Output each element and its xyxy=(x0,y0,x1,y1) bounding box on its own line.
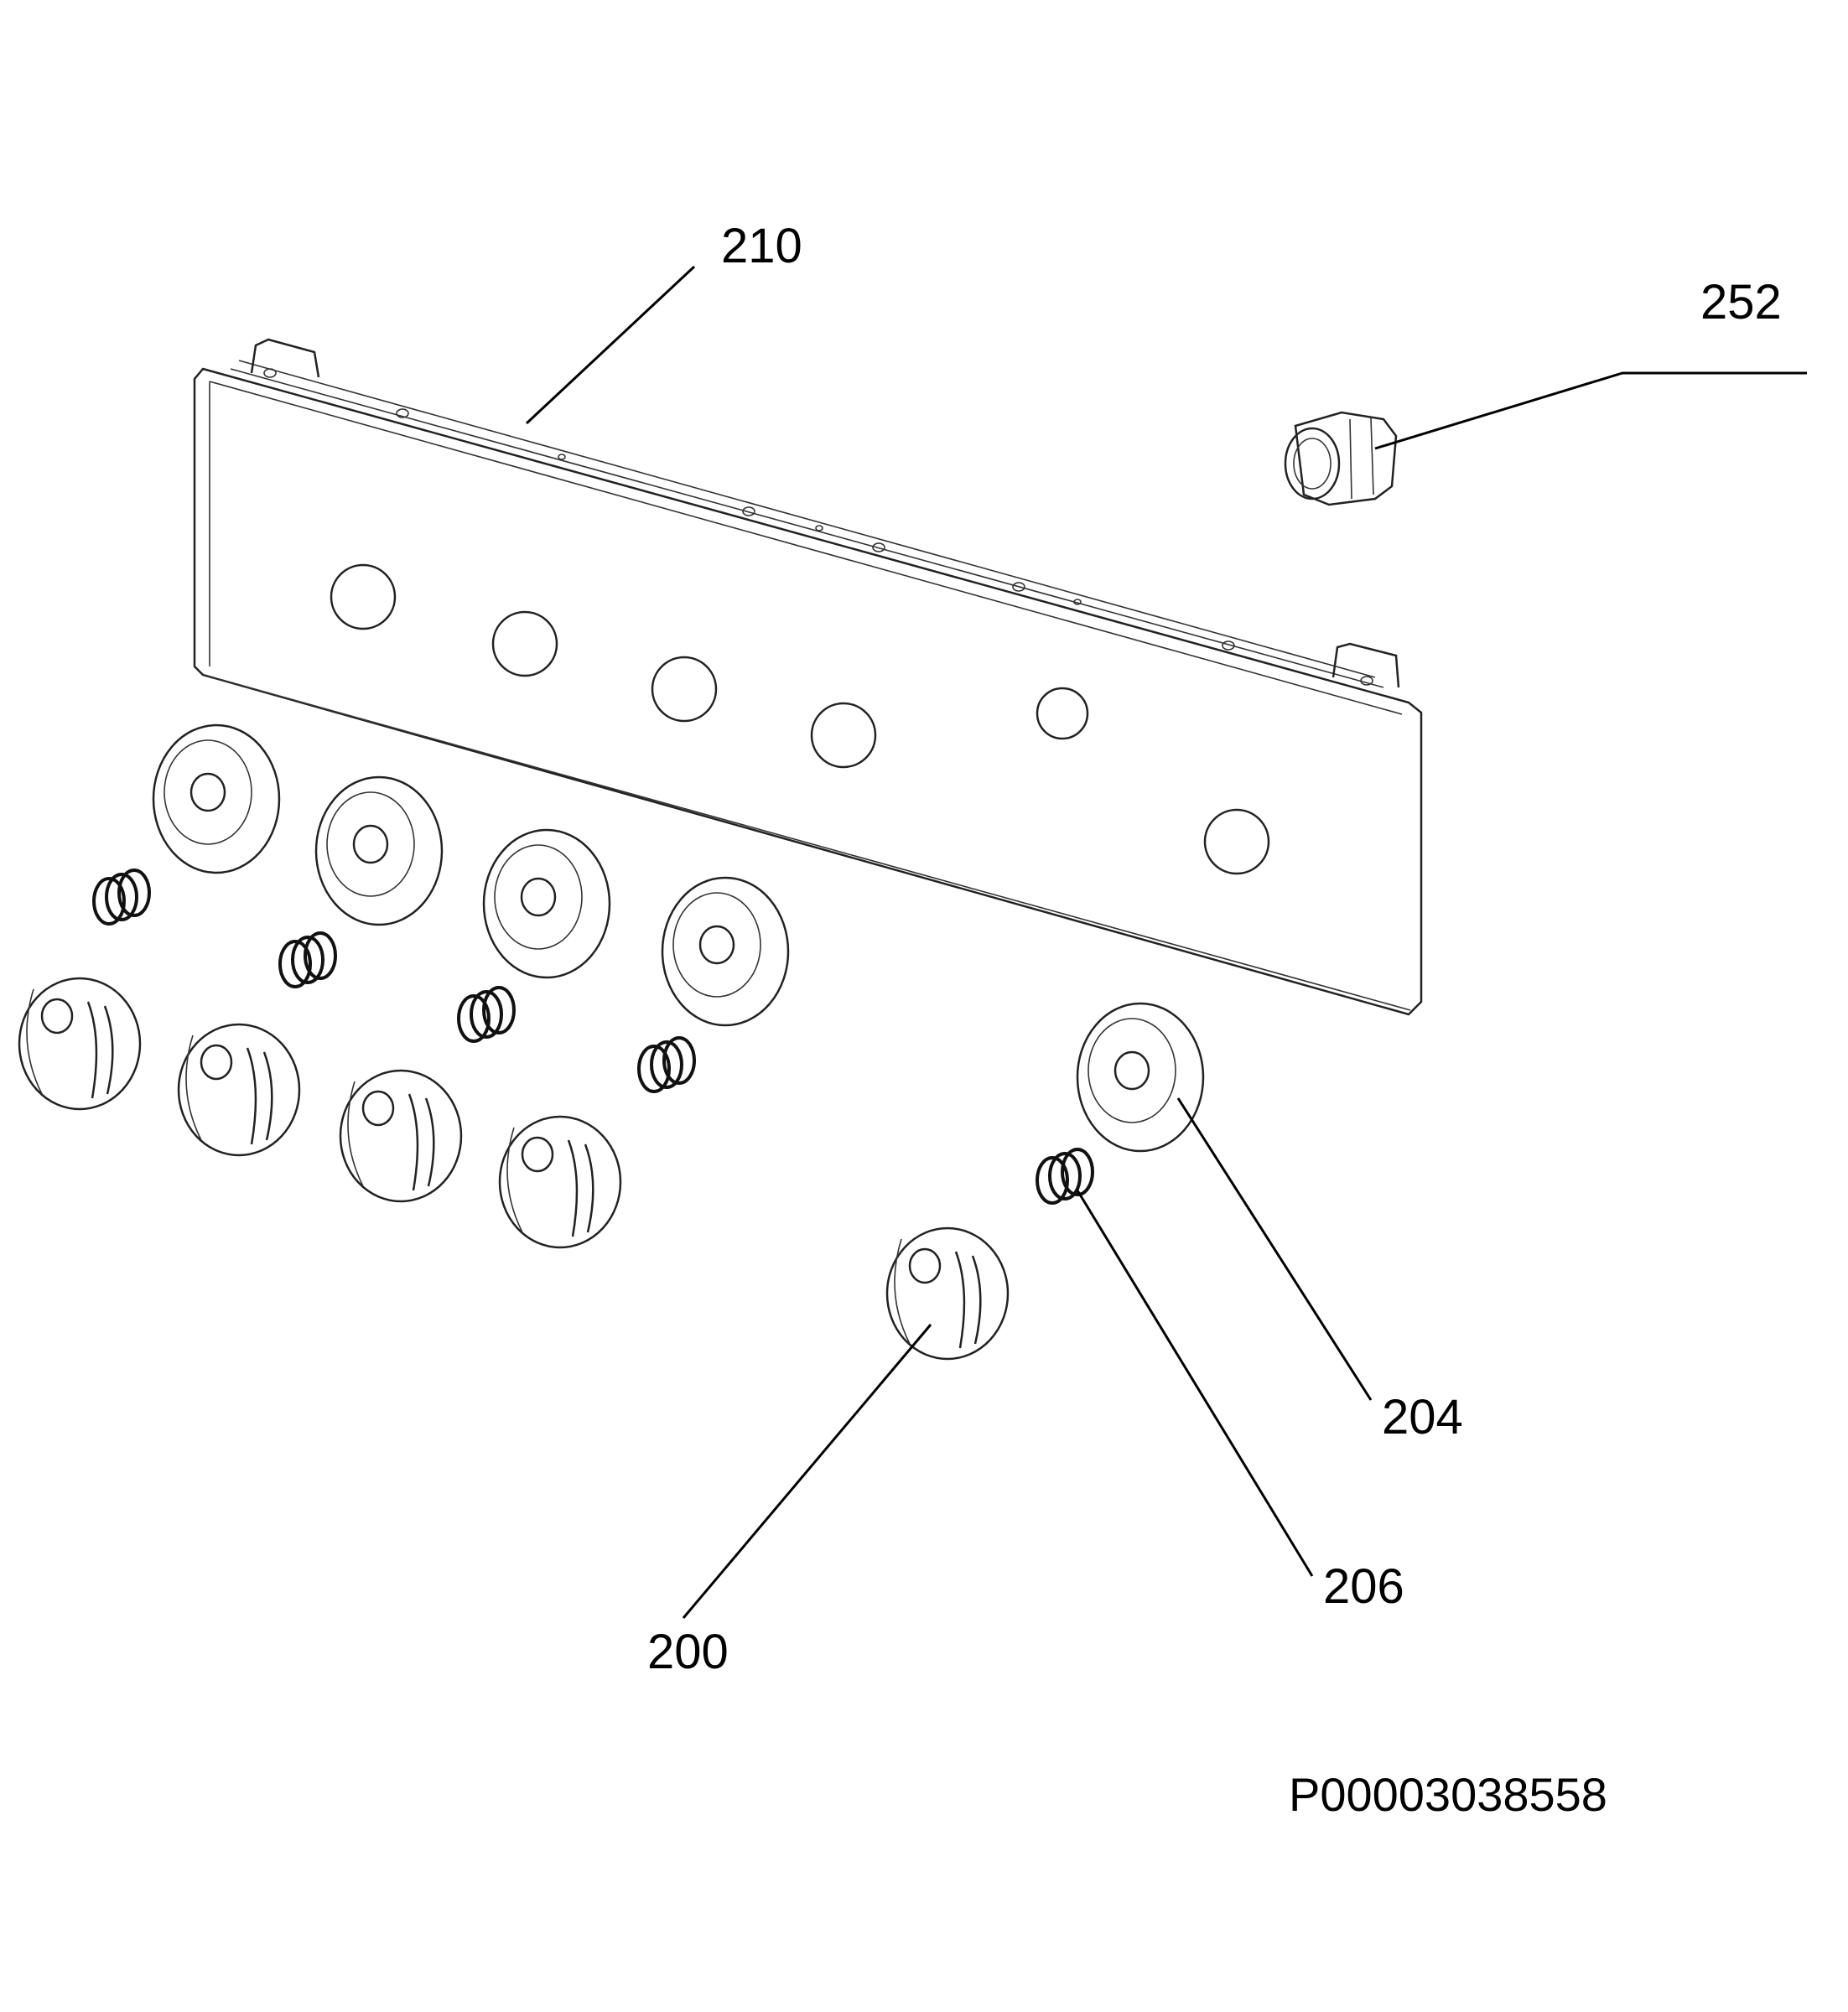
spring-2 xyxy=(278,931,337,988)
knob-2 xyxy=(177,1023,301,1157)
leader-200 xyxy=(682,1324,932,1619)
bezel-2 xyxy=(314,775,444,926)
callout-206: 206 xyxy=(1323,1559,1404,1614)
bezel-4 xyxy=(661,876,790,1027)
control-panel-210 xyxy=(193,338,1423,1016)
knob-5 xyxy=(885,1226,1010,1361)
leader-210 xyxy=(525,265,696,425)
spring-4 xyxy=(637,1036,696,1093)
callout-210: 210 xyxy=(721,219,802,273)
spring-3 xyxy=(457,986,516,1043)
callout-204: 204 xyxy=(1382,1390,1463,1444)
knob-3 xyxy=(339,1069,463,1203)
knob-1 xyxy=(18,977,142,1111)
document-number: P00003038558 xyxy=(1289,1768,1607,1821)
indicator-lamp-252 xyxy=(1284,411,1398,506)
callout-200: 200 xyxy=(647,1625,729,1679)
leader-204 xyxy=(1176,1097,1373,1401)
leader-206 xyxy=(1076,1190,1314,1577)
springs xyxy=(92,869,1094,1205)
spring-1 xyxy=(92,869,151,926)
bezel-5 xyxy=(1076,1002,1205,1153)
spring-5 xyxy=(1036,1148,1094,1205)
bezel-3 xyxy=(482,828,611,979)
knobs xyxy=(18,977,1010,1361)
knob-bezels xyxy=(152,723,1205,1153)
callout-252: 252 xyxy=(1700,275,1782,329)
leader-lines xyxy=(525,265,1807,1619)
knob-4 xyxy=(498,1115,622,1249)
leader-252 xyxy=(1374,371,1807,450)
bezel-1 xyxy=(152,723,281,874)
